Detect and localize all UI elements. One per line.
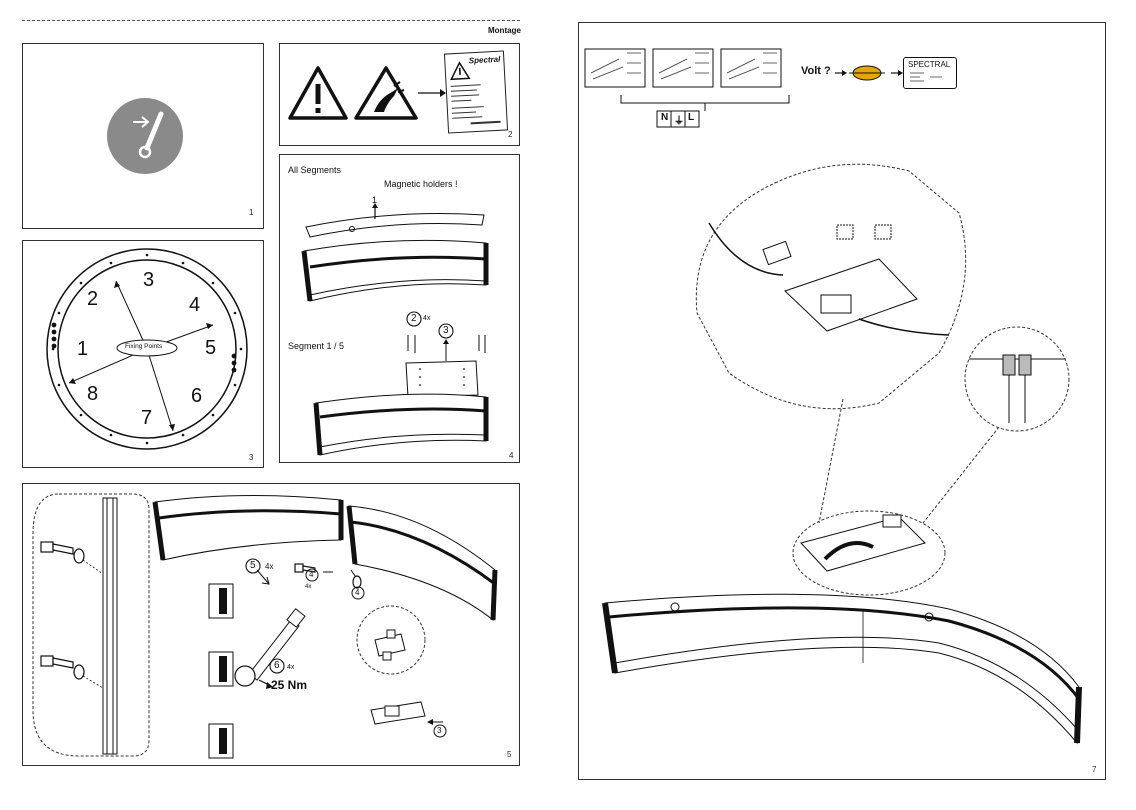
arrow-right-icon [418, 89, 446, 97]
panel-number: 1 [249, 208, 254, 217]
ring-diagram [46, 248, 248, 450]
segment-number-5: 5 [205, 337, 217, 359]
step-4-circle [305, 568, 319, 582]
step-panel-1: 1 [22, 43, 264, 229]
step-4-number-2: 4 [355, 588, 360, 597]
all-segments-title: All Segments [288, 165, 342, 175]
power-off-icon [107, 98, 183, 174]
segment-1-5-label: Segment 1 / 5 [288, 341, 345, 351]
step-2-circle [406, 311, 422, 327]
voltage-tester-icon [835, 65, 903, 81]
wrench-drawing [208, 583, 306, 759]
magnetic-holders-note: Magnetic holders ! [384, 179, 458, 189]
page-dashed-rule [22, 20, 520, 21]
panel-number: 2 [508, 130, 513, 139]
panel-number: 4 [509, 451, 514, 460]
wiring-labels-row [584, 48, 790, 128]
step-2-number: 2 [411, 313, 417, 324]
segment-number-7: 7 [141, 407, 153, 429]
spectral-brand: SPECTRAL [908, 60, 951, 69]
label-lines [910, 72, 942, 82]
step-panel-7: N ⏚ L Volt ? SPECTRAL [578, 22, 1106, 780]
volt-question: Volt ? [801, 65, 831, 77]
panel-number: 7 [1092, 765, 1097, 774]
step-5-qty: 4x [265, 562, 274, 571]
manual-booklet: Spectral [443, 50, 509, 134]
step-6-number: 6 [274, 660, 280, 671]
terminal-n: N [661, 112, 669, 123]
fixing-points-label: Fixing Points [125, 343, 163, 350]
warning-triangle-icon [288, 66, 348, 120]
step-panel-5: 5 4x 4 4x 4 6 4x 25 Nm [22, 483, 520, 766]
step-2-qty: 4x [423, 315, 431, 322]
terminal-earth: ⏚ [674, 116, 684, 127]
step-5-circle [245, 558, 261, 574]
step-5-number: 5 [250, 560, 256, 571]
segment-number-3: 3 [143, 269, 155, 291]
segment-number-1: 1 [77, 338, 89, 360]
junction-box-detail-drawing [602, 163, 1082, 745]
segment-number-4: 4 [189, 294, 201, 316]
manual-text-lines [450, 84, 501, 125]
spectral-label-box: SPECTRAL [903, 57, 957, 89]
step-6-circle [269, 658, 285, 674]
step-panel-4: All Segments Magnetic holders ! 1 Segmen… [279, 154, 520, 463]
step-panel-3: Fixing Points 3 2 4 1 5 8 6 7 3 [22, 240, 264, 468]
segment-cover-removal-drawing [313, 335, 489, 456]
step-3-number: 3 [437, 726, 442, 735]
manual-warning-icon [450, 61, 471, 81]
esd-warning-icon [354, 66, 418, 120]
step-3-circle [433, 724, 447, 738]
step-3-circle [438, 323, 454, 339]
step-panel-2: Spectral 2 [279, 43, 520, 146]
connector-detail-callout [356, 605, 443, 725]
terminal-l: L [688, 112, 695, 123]
segment-top-removal-drawing [301, 203, 489, 302]
step-3-number: 3 [443, 325, 449, 336]
segments-joined-drawing [152, 494, 498, 622]
segment-number-2: 2 [87, 288, 99, 310]
panel-number: 5 [507, 750, 512, 759]
step-6-qty: 4x [287, 664, 295, 671]
step-4-number: 4 [309, 570, 314, 579]
manual-brand: Spectral [468, 54, 501, 66]
segment-number-8: 8 [87, 383, 99, 405]
step-1-label: 1 [372, 195, 378, 205]
bolt-detail-callout [32, 493, 150, 757]
segment-number-6: 6 [191, 385, 203, 407]
section-header: Montage [488, 26, 521, 35]
torque-value: 25 Nm [271, 678, 308, 692]
step-4-qty: 4x [305, 584, 312, 590]
panel-number: 3 [249, 453, 254, 462]
step-4-circle-2 [351, 586, 365, 600]
